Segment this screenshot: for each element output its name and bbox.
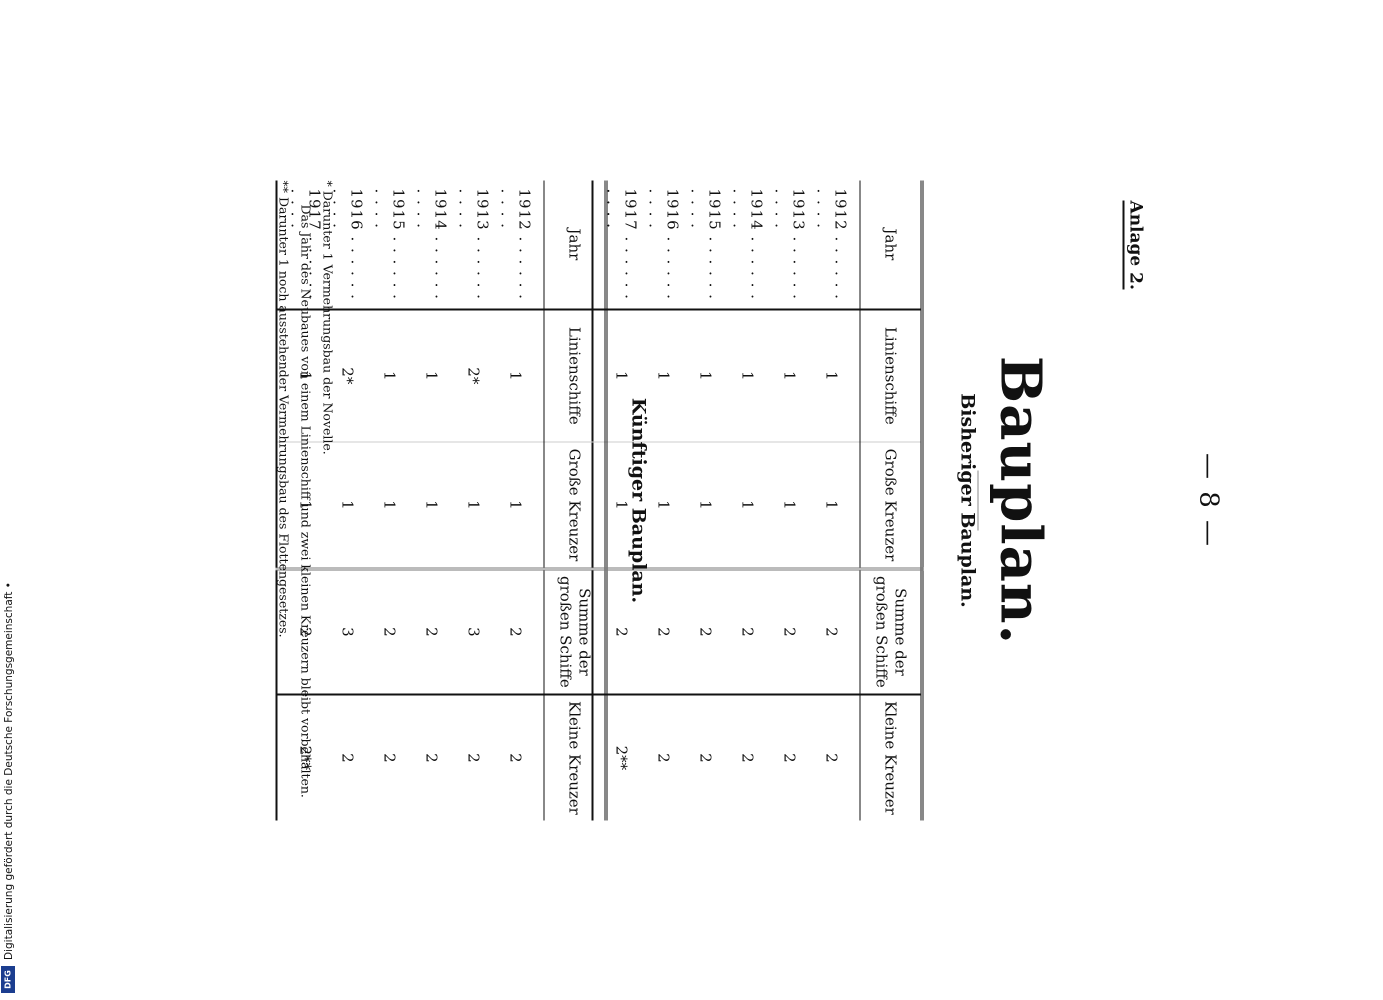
- section-title-kuenftiger: Künftiger Bauplan.: [627, 397, 649, 603]
- cell-linienschiffe: 1: [684, 308, 726, 442]
- cell-kleine-kreuzer: 2: [696, 752, 714, 763]
- table-row: 1912 . . . . . . . . . . 1 1 2 2: [810, 180, 860, 820]
- cell-jahr: 1914 . . . . . . . . . .: [726, 180, 768, 309]
- page-number: — 8 —: [1193, 452, 1223, 548]
- table-header-row: Jahr Linienschiffe Große Kreuzer Summe d…: [543, 180, 606, 820]
- cell-summe: 2: [810, 568, 860, 694]
- footnotes: * Darunter 1 Vermehrungsbau der Novelle.…: [272, 180, 338, 840]
- cell-summe: 3: [452, 568, 494, 694]
- cell-summe: 2: [410, 568, 452, 694]
- cell-grosse-kreuzer: 1: [368, 441, 410, 569]
- cell-kleine-kreuzer: 2: [738, 752, 756, 763]
- header-jahr: Jahr: [859, 180, 922, 309]
- cell-summe: 2: [768, 568, 810, 694]
- cell-summe: 2: [494, 568, 544, 694]
- table-row: 1915 . . . . . . . . . . 1 1 2 2: [368, 180, 410, 820]
- cell-grosse-kreuzer: 1: [810, 441, 860, 569]
- cell-linienschiffe: 1: [810, 308, 860, 442]
- header-grosse-kreuzer: Große Kreuzer: [543, 441, 606, 569]
- cell-jahr: 1915 . . . . . . . . . .: [368, 180, 410, 309]
- cell-kleine-kreuzer: 2: [380, 752, 398, 763]
- cell-kleine-kreuzer: 2: [464, 752, 482, 763]
- cell-kleine-kreuzer: 2: [422, 752, 440, 763]
- cell-jahr: 1913 . . . . . . . . . .: [768, 180, 810, 309]
- cell-grosse-kreuzer: 1: [452, 441, 494, 569]
- header-summe: Summe der großen Schiffe: [543, 568, 606, 694]
- cell-linienschiffe: 2*: [452, 308, 494, 442]
- table-row: 1913 . . . . . . . . . . 1 1 2 2: [768, 180, 810, 820]
- cell-grosse-kreuzer: 1: [684, 441, 726, 569]
- cell-grosse-kreuzer: 1: [494, 441, 544, 569]
- section-title-bisheriger: Bisheriger Bauplan.: [956, 392, 978, 608]
- cell-jahr: 1912 . . . . . . . . . .: [494, 180, 544, 309]
- cell-linienschiffe: 1: [768, 308, 810, 442]
- header-jahr: Jahr: [543, 180, 606, 309]
- funding-notice: Digitalisierung gefördert durch die Deut…: [3, 582, 15, 960]
- cell-summe: 2: [684, 568, 726, 694]
- cell-linienschiffe: 1: [368, 308, 410, 442]
- cell-grosse-kreuzer: 1: [410, 441, 452, 569]
- cell-linienschiffe: 1: [410, 308, 452, 442]
- cell-kleine-kreuzer: 2: [822, 752, 840, 763]
- dfg-logo-text: DFG: [3, 970, 13, 989]
- table-row: 1914 . . . . . . . . . . 1 1 2 2: [726, 180, 768, 820]
- dfg-logo: DFG: [1, 966, 15, 993]
- table-row: 1915 . . . . . . . . . . 1 1 2 2: [684, 180, 726, 820]
- header-linienschiffe: Linienschiffe: [859, 308, 922, 442]
- cell-jahr: 1914 . . . . . . . . . .: [410, 180, 452, 309]
- table-row: 1914 . . . . . . . . . . 1 1 2 2: [410, 180, 452, 820]
- cell-kleine-kreuzer: 2: [780, 752, 798, 763]
- header-summe: Summe der großen Schiffe: [859, 568, 922, 694]
- table-row: 1913 . . . . . . . . . . 2* 1 3 2: [452, 180, 494, 820]
- cell-linienschiffe: 1: [494, 308, 544, 442]
- cell-grosse-kreuzer: 1: [726, 441, 768, 569]
- cell-kleine-kreuzer: 2: [506, 752, 524, 763]
- page-title: Bauplan.: [987, 355, 1053, 645]
- cell-linienschiffe: 1: [726, 308, 768, 442]
- cell-summe: 2: [368, 568, 410, 694]
- attachment-label: Anlage 2.: [1122, 200, 1145, 290]
- cell-summe: 2: [726, 568, 768, 694]
- header-kleine-kreuzer: Kleine Kreuzer: [543, 693, 606, 820]
- footnote-1-continuation: Das Jahr des Neubaues von einem Liniensc…: [298, 204, 313, 798]
- cell-jahr: 1912 . . . . . . . . . .: [810, 180, 860, 309]
- header-grosse-kreuzer: Große Kreuzer: [859, 441, 922, 569]
- cell-jahr: 1915 . . . . . . . . . .: [684, 180, 726, 309]
- cell-grosse-kreuzer: 1: [768, 441, 810, 569]
- table-header-row: Jahr Linienschiffe Große Kreuzer Summe d…: [859, 180, 922, 820]
- header-linienschiffe: Linienschiffe: [543, 308, 606, 442]
- footnote-2: ** Darunter 1 noch ausstehender Vermehru…: [276, 180, 291, 638]
- header-kleine-kreuzer: Kleine Kreuzer: [859, 693, 922, 820]
- footnote-1: * Darunter 1 Vermehrungsbau der Novelle.: [320, 180, 335, 455]
- table-row: 1912 . . . . . . . . . . 1 1 2 2: [494, 180, 544, 820]
- cell-jahr: 1913 . . . . . . . . . .: [452, 180, 494, 309]
